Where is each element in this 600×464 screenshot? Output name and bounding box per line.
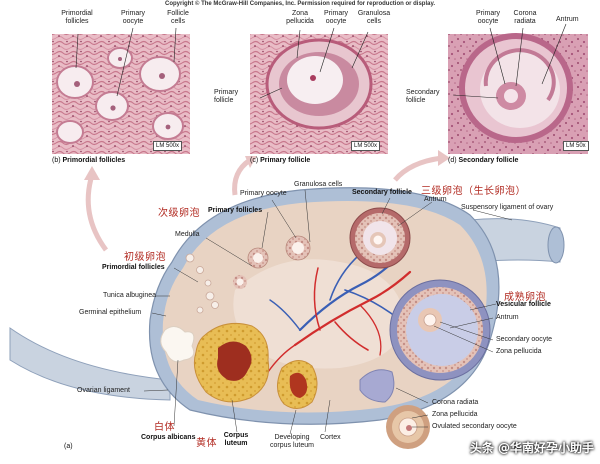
- caption-d: (d) Secondary follicle: [448, 157, 518, 164]
- label-primordial-follicles-a: Primordial follicles: [102, 264, 165, 271]
- label-corpus-albicans: Corpus albicans: [141, 434, 196, 441]
- watermark: 头条 @华南好孕小助手: [469, 441, 594, 455]
- caption-c-letter: (c): [250, 157, 259, 164]
- label-ovarian-ligament: Ovarian ligament: [77, 387, 130, 394]
- label-primary-oocyte-d: Primary oocyte: [475, 10, 501, 25]
- scale-bar-b: LM 500x: [153, 141, 183, 151]
- leader-lines: [143, 189, 513, 435]
- caption-a-letter: (a): [64, 443, 73, 450]
- scale-bar-c: LM 500x: [351, 141, 381, 151]
- label-luteum-zh: 黄体: [196, 438, 217, 449]
- label-zona-pellucida-a-bottom: Zona pellucida: [432, 411, 478, 418]
- label-antrum-a-right: Antrum: [496, 314, 519, 321]
- primary-follicles-shapes: [233, 235, 311, 289]
- label-albicans-zh: 白体: [154, 422, 175, 433]
- label-follicle-cells-b: Follicle cells: [167, 10, 189, 25]
- label-primary-follicle-c: Primary follicle: [214, 89, 239, 104]
- micrograph-secondary-follicle: [448, 23, 588, 154]
- label-germinal-epithelium: Germinal epithelium: [79, 309, 142, 316]
- label-corpus-luteum: Corpus luteum: [223, 432, 249, 447]
- corpus-luteum-shape: [193, 323, 270, 403]
- caption-b: (b) Primordial follicles: [52, 157, 125, 164]
- developing-corpus-luteum-shape: [277, 360, 318, 409]
- label-secondary-follicle-zh: 三级卵泡（生长卵泡）: [421, 186, 526, 197]
- secondary-follicle-shape: [349, 207, 411, 269]
- corpus-albicans-shape: [160, 326, 195, 363]
- label-corona-radiata-d: Corona radiata: [513, 10, 537, 25]
- label-primary-oocyte-b: Primary oocyte: [120, 10, 146, 25]
- label-primary-follicles-zh: 次级卵泡: [158, 208, 200, 219]
- label-corona-radiata-a: Corona radiata: [432, 399, 479, 406]
- label-primary-oocyte-a: Primary oocyte: [240, 190, 287, 197]
- label-granulosa-cells-a: Granulosa cells: [294, 181, 343, 188]
- caption-c: (c) Primary follicle: [250, 157, 310, 164]
- ovarian-ligament-shape: [9, 327, 171, 401]
- label-antrum-d: Antrum: [556, 16, 579, 23]
- label-cortex: Cortex: [320, 434, 341, 441]
- label-suspensory-ligament: Suspensory ligament of ovary: [461, 204, 554, 211]
- link-arrows: [85, 155, 443, 252]
- caption-b-letter: (b): [52, 157, 61, 164]
- label-vesicular-follicle: Vesicular follicle: [496, 301, 551, 308]
- scale-bar-d: LM 50x: [563, 141, 589, 151]
- label-zona-pellucida-a-right: Zona pellucida: [496, 348, 542, 355]
- caption-d-letter: (d): [448, 157, 457, 164]
- label-secondary-follicle-a: Secondary follicle: [352, 189, 412, 196]
- caption-d-title: Secondary follicle: [458, 157, 519, 164]
- micrograph-primary-follicle: [250, 27, 388, 154]
- label-medulla: Medulla: [175, 231, 200, 238]
- label-primary-follicles-a: Primary follicles: [208, 207, 263, 214]
- primordial-follicles-cluster: [185, 253, 219, 314]
- label-granulosa-cells-c: Granulosa cells: [357, 10, 391, 25]
- caption-c-title: Primary follicle: [260, 157, 311, 164]
- micrograph-primordial-follicles: [52, 27, 190, 154]
- label-ovulated-oocyte: Ovulated secondary oocyte: [432, 423, 517, 430]
- caption-b-title: Primordial follicles: [62, 157, 126, 164]
- label-developing-corpus-luteum: Developing corpus luteum: [270, 434, 314, 449]
- label-tunica-albuginea: Tunica albuginea: [103, 292, 157, 299]
- copyright-notice: Copyright © The McGraw-Hill Companies, I…: [164, 1, 436, 7]
- label-antrum-a-top: Antrum: [424, 196, 447, 203]
- label-vesicular-zh: 成熟卵泡: [504, 292, 546, 303]
- label-secondary-follicle-d: Secondary follicle: [406, 89, 440, 104]
- label-primary-oocyte-c: Primary oocyte: [323, 10, 349, 25]
- ovulated-oocyte-shape: [359, 369, 430, 449]
- label-primordial-follicles-b: Primordial follicles: [61, 10, 93, 25]
- vesicular-follicle-shape: [389, 279, 491, 381]
- label-primordial-zh: 初级卵泡: [124, 252, 166, 263]
- label-zona-pellucida-c: Zona pellucida: [286, 10, 314, 25]
- label-secondary-oocyte: Secondary oocyte: [496, 336, 553, 343]
